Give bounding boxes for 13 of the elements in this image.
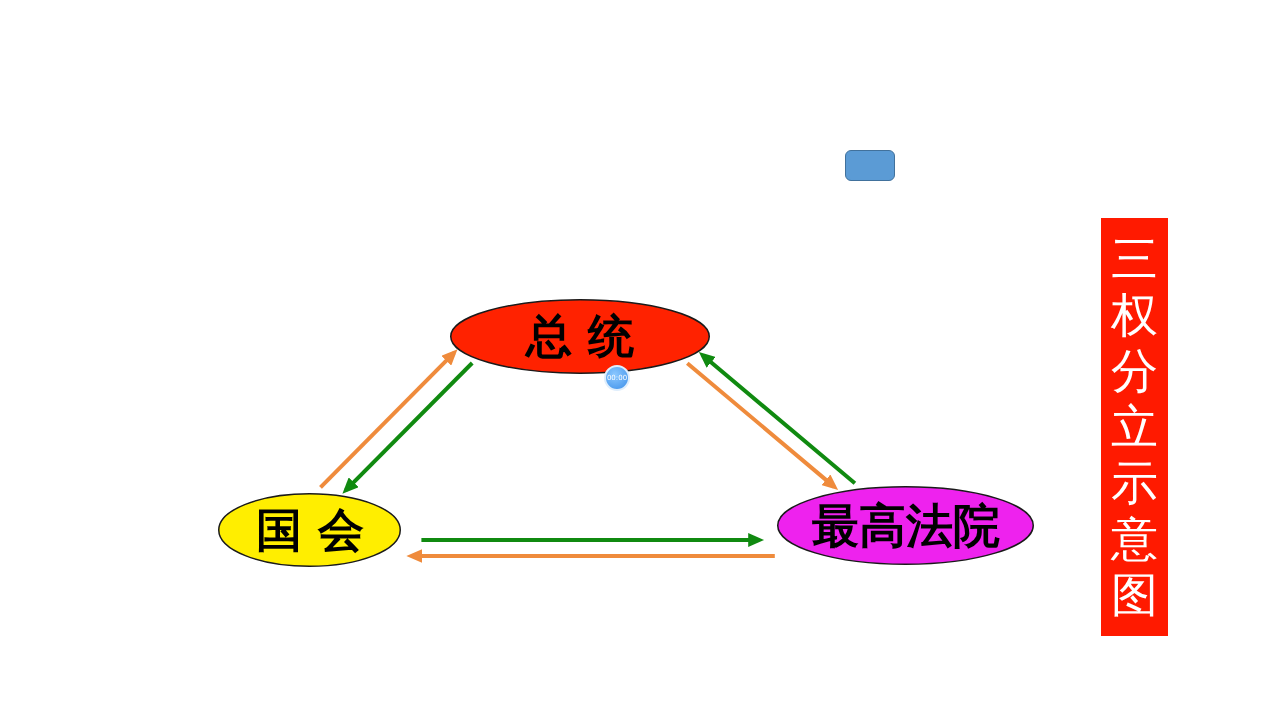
arrow — [698, 352, 857, 485]
node-label: 国会 — [254, 505, 380, 555]
arrow — [421, 533, 765, 547]
title-banner: 三权分立示意图 — [1101, 218, 1168, 636]
node-label: 总统 — [524, 312, 650, 361]
arrow — [406, 549, 775, 563]
ellipse-node — [450, 299, 710, 374]
ellipse-node — [777, 486, 1034, 565]
node-label: 最高法院 — [811, 500, 1000, 551]
arrow — [319, 349, 458, 489]
ellipse-node — [218, 493, 401, 567]
arrow — [686, 361, 839, 491]
arrow — [342, 361, 474, 494]
